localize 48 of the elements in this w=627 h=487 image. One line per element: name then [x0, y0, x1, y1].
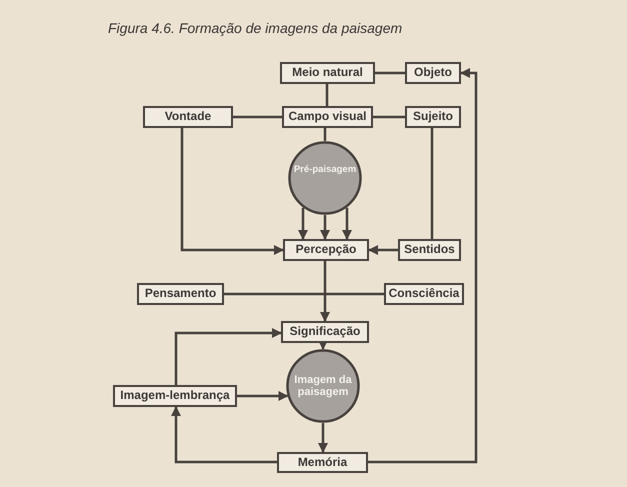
process-box: [277, 452, 368, 473]
node-label: Memória: [298, 456, 348, 470]
arrow: [237, 391, 288, 401]
process-box: [137, 283, 224, 305]
node-label: Significação: [290, 325, 360, 339]
connector-line: [373, 116, 405, 118]
node-label: Sujeito: [412, 110, 453, 124]
process-box: [280, 62, 375, 84]
node-label: Percepção: [296, 243, 356, 257]
arrow: [320, 261, 330, 322]
node-label: Consciência: [388, 287, 460, 301]
process-circle: [286, 349, 360, 423]
process-box: [113, 385, 237, 407]
node-label: Imagem da paisagem: [293, 374, 353, 398]
process-box: [384, 283, 464, 305]
arrow: [368, 68, 478, 464]
node-label: Sentidos: [404, 243, 455, 257]
arrow: [298, 208, 308, 240]
connector-line: [326, 84, 328, 106]
node-label: Pensamento: [144, 287, 216, 301]
arrow: [318, 340, 328, 350]
node-label: Objeto: [414, 66, 452, 80]
process-box: [405, 106, 461, 128]
arrow: [342, 208, 352, 240]
arrow: [368, 245, 398, 255]
process-box: [282, 106, 373, 128]
process-circle: [288, 141, 362, 215]
process-box: [143, 106, 233, 128]
figure-title: Figura 4.6. Formação de imagens da paisagem: [108, 20, 402, 36]
connector-line: [430, 128, 434, 239]
connector-line: [375, 72, 405, 74]
node-label: Imagem-lembrança: [120, 389, 230, 403]
node-label: Vontade: [164, 110, 212, 124]
arrow: [180, 128, 284, 255]
connector-line: [324, 128, 326, 141]
node-label: Campo visual: [288, 110, 367, 124]
process-box: [283, 239, 369, 261]
arrow: [174, 328, 282, 385]
process-box: [405, 62, 461, 84]
arrow: [318, 423, 328, 453]
arrow: [320, 215, 330, 240]
process-box: [281, 321, 369, 343]
process-box: [398, 239, 461, 261]
node-label: Pré-paisagem: [292, 164, 358, 176]
connector-line: [233, 116, 282, 118]
node-label: Meio natural: [292, 66, 363, 80]
connector-line: [224, 292, 384, 296]
arrow: [171, 406, 277, 464]
